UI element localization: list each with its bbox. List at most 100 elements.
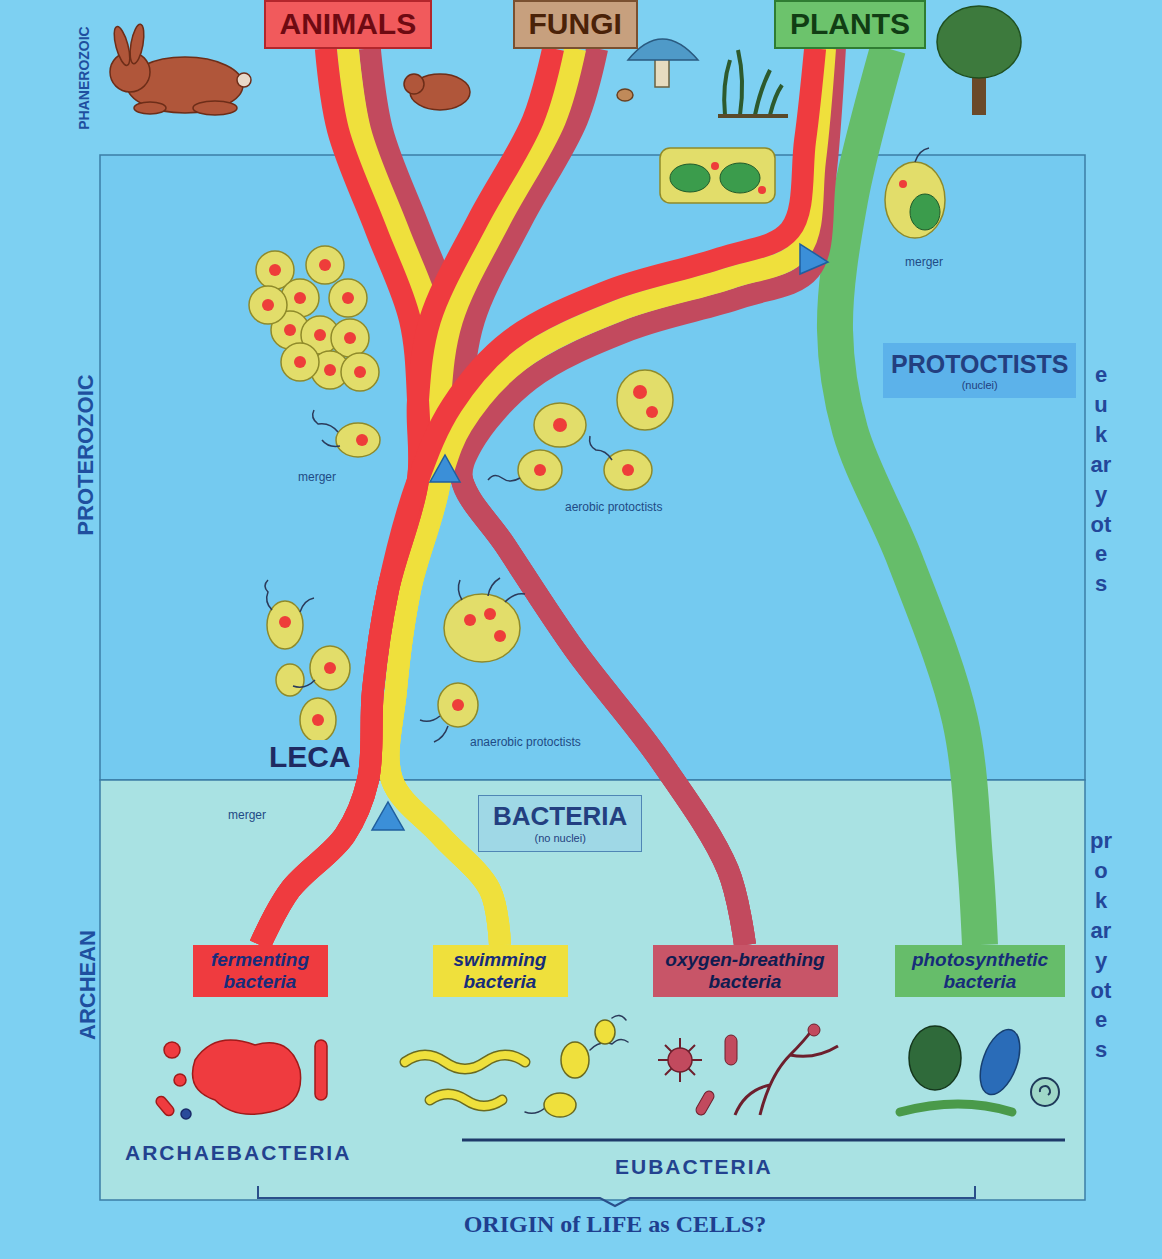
cell-nucleus: [464, 614, 476, 626]
node-title: FUNGI: [529, 7, 622, 42]
merger-note: merger: [298, 470, 336, 484]
cell-nucleus: [484, 608, 496, 620]
node-title: BACTERIA: [493, 802, 627, 832]
protoctist-cell: [276, 664, 304, 696]
flagellum: [265, 580, 272, 610]
kingdom-box: PLANTS: [774, 0, 926, 49]
lineage-ribbon: [835, 49, 980, 946]
fermenting-bacteria-figure: [174, 1074, 186, 1086]
fermenting-bacteria-figure: [181, 1109, 191, 1119]
cell-nucleus: [324, 662, 336, 674]
fermenting-bacteria-figure: [154, 1040, 327, 1119]
rabbit-figure: [110, 23, 251, 115]
cell-nucleus: [294, 356, 306, 368]
era-label: PROTEROZOIC: [73, 374, 99, 535]
flagellum: [434, 726, 448, 742]
plant-figure: [718, 50, 788, 116]
flagellum: [322, 440, 340, 446]
oxygen-breathing-bacteria-figure: [725, 1035, 737, 1065]
cell-nucleus: [534, 464, 546, 476]
cell-nucleus: [758, 186, 766, 194]
protoctist-cell: [438, 683, 478, 727]
oxygen-breathing-bacteria-figure: [808, 1024, 820, 1036]
cell-nucleus: [279, 616, 291, 628]
chloroplast: [670, 163, 940, 230]
node-note: (nuclei): [891, 379, 1068, 392]
plant-figure: [724, 60, 730, 115]
tree-figure: [937, 6, 1021, 78]
protoctist-cell: [331, 319, 369, 357]
merger-triangle: [372, 244, 828, 830]
protoctist-cell: [534, 403, 586, 447]
group-box: PROTOCTISTS(nuclei): [883, 343, 1076, 398]
rabbit-figure: [134, 102, 166, 114]
tree-figure: [937, 6, 1021, 115]
protoctist-cell: [300, 698, 336, 742]
cell-nucleus: [342, 292, 354, 304]
cell-nucleus: [319, 259, 331, 271]
protoctist-cell: [310, 646, 350, 690]
eubacteria-rule: [462, 1139, 1065, 1142]
ancestor-label: LECA: [266, 740, 354, 774]
node-title: ANIMALS: [280, 7, 417, 42]
node-title: swimming bacteria: [439, 949, 562, 993]
protoctist-cell: [329, 279, 367, 317]
photosynthetic-bacteria-figure: [909, 1026, 961, 1090]
flagellum: [488, 475, 520, 481]
group-box: BACTERIA(no nuclei): [478, 795, 642, 852]
cell-nucleus: [622, 464, 634, 476]
plant-figure: [755, 70, 770, 115]
lineage-ribbon: [260, 49, 815, 946]
group-label: ARCHAEBACTERIA: [125, 1141, 351, 1165]
mushroom-figure: [628, 39, 698, 60]
node-title: PLANTS: [790, 7, 910, 42]
flagellum: [590, 436, 612, 460]
lineage-ribbon: [388, 49, 825, 946]
swimming-bacteria-figure: [430, 1094, 502, 1106]
oxygen-breathing-bacteria-figure: [668, 1048, 692, 1072]
node-title: photosynthetic bacteria: [901, 949, 1059, 993]
ancestor-band: oxygen-breathing bacteria: [653, 945, 838, 997]
chloroplast: [670, 164, 710, 192]
merger-triangle: [372, 802, 404, 830]
cell-nucleus: [314, 329, 326, 341]
mole-figure: [404, 74, 424, 94]
cell-nucleus: [356, 434, 368, 446]
plant-figure: [738, 50, 742, 115]
oxygen-breathing-bacteria-figure: [658, 1024, 838, 1117]
node-note: (no nuclei): [493, 832, 627, 845]
origin-bracket: [258, 1186, 975, 1206]
cell-nucleus: [294, 292, 306, 304]
cell-nucleus: [633, 385, 647, 399]
mole-figure: [404, 74, 470, 110]
protoctist-cell: [617, 370, 673, 430]
rabbit-figure: [193, 101, 237, 115]
rabbit-figure: [237, 73, 251, 87]
protoctist-cell: [341, 353, 379, 391]
swimming-bacteria-figure: [561, 1042, 589, 1078]
cell-nucleus: [553, 418, 567, 432]
plant-figure: [718, 114, 788, 118]
swimming-bacteria-figure: [544, 1093, 576, 1117]
swimming-bacteria-figure: [525, 1108, 545, 1113]
kingdom-box: ANIMALS: [264, 0, 433, 49]
swimming-bacteria-figure: [595, 1020, 615, 1044]
photosynthetic-bacteria-figure: [900, 1104, 1012, 1112]
domain-label: eukaryotes: [1090, 360, 1112, 599]
merger-triangle: [430, 455, 460, 482]
flagellum: [300, 598, 314, 612]
group-note: aerobic protoctists: [565, 500, 662, 514]
chloroplast: [720, 163, 760, 193]
protoctist-cell: [336, 423, 380, 457]
oxygen-breathing-bacteria-figure: [658, 1038, 702, 1082]
node-title: PROTOCTISTS: [891, 350, 1068, 379]
cell-nucleus: [312, 714, 324, 726]
flagellum: [265, 148, 929, 768]
era-label: ARCHEAN: [75, 930, 101, 1040]
flagellum: [505, 594, 525, 602]
protoctist-cell: [281, 343, 319, 381]
oxygen-breathing-bacteria-figure: [735, 1030, 838, 1115]
